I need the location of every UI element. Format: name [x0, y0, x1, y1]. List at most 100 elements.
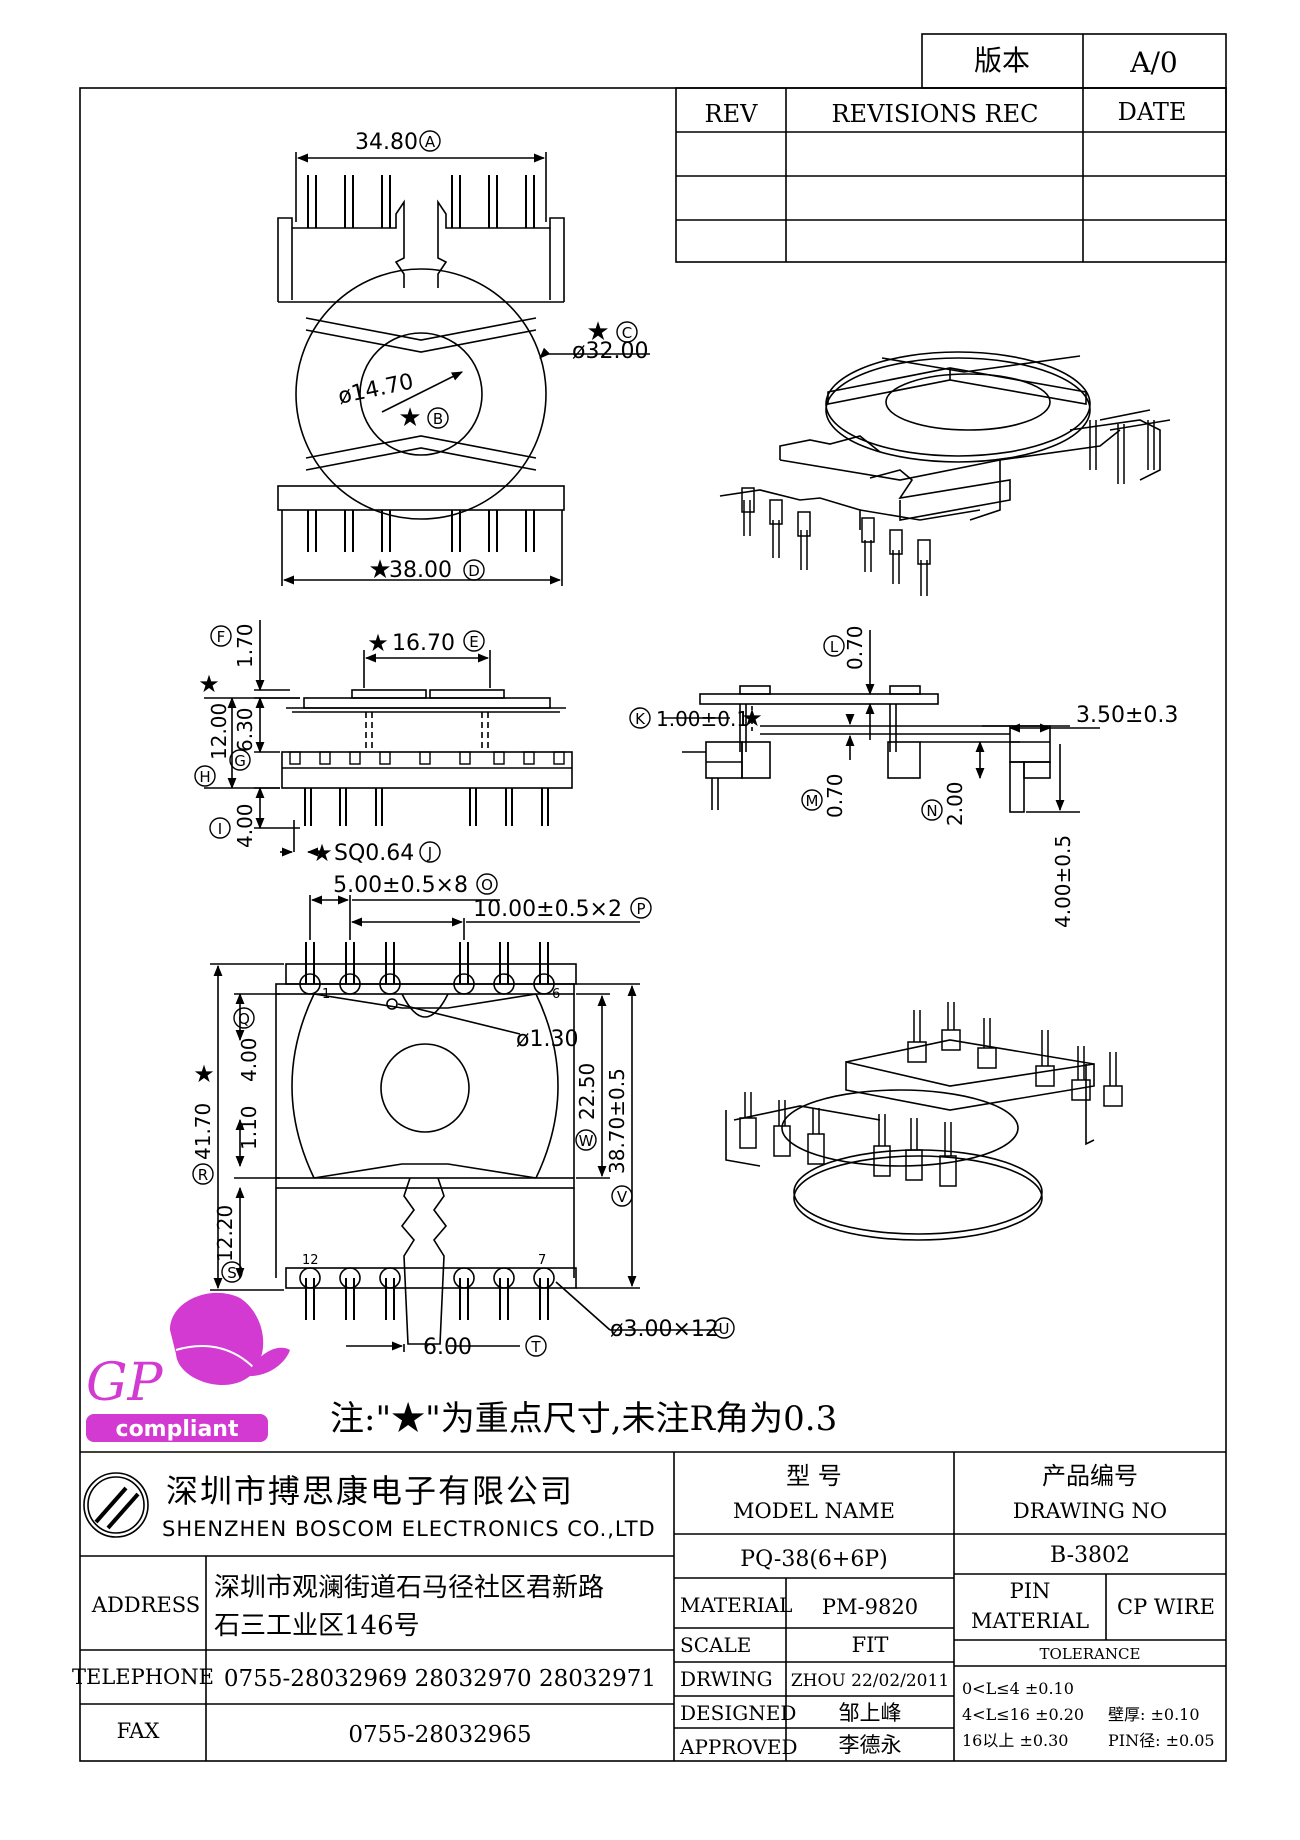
isometric-view-bottom [725, 1002, 1123, 1241]
dim-u: ø3.00×12 [610, 1317, 719, 1342]
tag-b: B [433, 410, 443, 428]
tag-m: M [806, 792, 819, 810]
bottom-view [210, 895, 720, 1352]
dim-t: 6.00 [423, 1335, 472, 1360]
tag-q: Q [238, 1010, 250, 1028]
version-value: A/0 [1129, 46, 1177, 79]
sheet-border [79, 87, 1227, 1762]
dim-d: 38.00 [389, 558, 452, 583]
designed-value: 邹上峰 [839, 1701, 902, 1725]
company-name-cn: 深圳市搏思康电子有限公司 [166, 1472, 574, 1510]
star-b: ★ [398, 403, 421, 433]
pin-material-label: MATERIAL [971, 1609, 1089, 1633]
revisions-rec-header: REVISIONS REC [831, 100, 1038, 128]
dim-m: 0.70 [823, 773, 847, 818]
isometric-view-top [719, 351, 1171, 596]
star-e: ★ [367, 629, 389, 657]
pin-label: PIN [1010, 1579, 1051, 1603]
model-label-en: MODEL NAME [733, 1499, 895, 1523]
approved-label: APPROVED [679, 1735, 798, 1759]
tag-n: N [926, 802, 937, 820]
tolerance-row-2: 4<L≤16 ±0.20 [962, 1705, 1084, 1724]
pin-1-label: 1 [322, 987, 330, 1002]
dim-hole: ø1.30 [516, 1027, 578, 1052]
rev-header: REV [705, 100, 759, 128]
dim-f: 1.70 [233, 623, 257, 668]
telephone-value: 0755-28032969 28032970 28032971 [224, 1666, 656, 1692]
dim-i: 4.00 [233, 803, 257, 848]
tolerance-row-3: 16以上 ±0.30 [962, 1731, 1068, 1750]
dim-4-00: 4.00±0.5 [1051, 835, 1075, 928]
dim-l: 0.70 [843, 625, 867, 670]
fax-value: 0755-28032965 [348, 1722, 531, 1748]
dim-g: 6.30 [233, 707, 257, 752]
address-label: ADDRESS [91, 1593, 200, 1617]
pin-7-label: 7 [538, 1253, 546, 1268]
material-label: MATERIAL [680, 1593, 792, 1617]
top-view [277, 152, 650, 586]
dim-o: 5.00±0.5×8 [333, 873, 468, 898]
dim-n: 2.00 [943, 781, 967, 826]
star-h: ★ [198, 670, 220, 698]
star-j: ★ [311, 839, 333, 867]
dim-a: 34.80 [355, 130, 418, 155]
tag-r: R [198, 1166, 208, 1184]
dim-p: 10.00±0.5×2 [473, 897, 622, 922]
side-view [662, 630, 1100, 813]
dim-q: 4.00 [237, 1037, 261, 1082]
company-name-en: SHENZHEN BOSCOM ELECTRONICS CO.,LTD [162, 1517, 656, 1541]
version-label: 版本 [974, 44, 1030, 77]
version-box [921, 33, 1227, 89]
dim-v: 38.70±0.5 [605, 1068, 629, 1174]
scale-label: SCALE [680, 1633, 751, 1657]
tag-w: W [579, 1132, 594, 1150]
star-k: ★ [741, 704, 763, 732]
scale-value: FIT [852, 1633, 889, 1657]
dim-mid: 1.10 [237, 1105, 261, 1150]
tag-o: O [481, 876, 493, 894]
revision-table [675, 87, 1227, 263]
drawing-value: B-3802 [1050, 1543, 1130, 1568]
star-r: ★ [193, 1060, 215, 1088]
address-line2: 石三工业区146号 [214, 1611, 420, 1641]
fax-label: FAX [117, 1719, 160, 1743]
tag-u: U [719, 1320, 730, 1338]
address-line1: 深圳市观澜街道石马径社区君新路 [214, 1573, 604, 1603]
front-view [204, 620, 573, 857]
title-block [80, 1451, 1226, 1761]
tolerance-label: TOLERANCE [1040, 1645, 1141, 1663]
pin-material-value: CP WIRE [1117, 1595, 1215, 1619]
drwing-label: DRWING [680, 1667, 773, 1691]
gp-compliant-logo [86, 1292, 290, 1442]
dim-s: 12.20 [213, 1205, 237, 1262]
tolerance-wall: 壁厚: ±0.10 [1108, 1705, 1200, 1724]
dim-r: 41.70 [191, 1103, 215, 1160]
dim-c: ø32.00 [572, 339, 648, 364]
logo-compliant: compliant [116, 1417, 239, 1442]
tag-h: H [199, 768, 210, 786]
pin-6-label: 6 [552, 987, 560, 1002]
tag-a: A [425, 133, 436, 151]
pin-12-label: 12 [302, 1253, 319, 1268]
drwing-value: ZHOU 22/02/2011 [791, 1671, 949, 1691]
tag-p: P [636, 900, 645, 918]
dim-j: SQ0.64 [334, 841, 414, 866]
tag-d: D [468, 562, 480, 580]
drawing-label-en: DRAWING NO [1013, 1499, 1167, 1523]
model-value: PQ-38(6+6P) [740, 1547, 887, 1572]
tag-g: G [234, 752, 246, 770]
tag-s: S [227, 1264, 237, 1282]
tag-k: K [635, 710, 646, 728]
drawing-note: 注:"★"为重点尺寸,未注R角为0.3 [330, 1399, 837, 1439]
tolerance-row-1: 0<L≤4 ±0.10 [962, 1679, 1074, 1698]
dim-3-50: 3.50±0.3 [1076, 703, 1178, 728]
tolerance-pin-diameter: PIN径: ±0.05 [1108, 1731, 1215, 1750]
tag-e: E [469, 633, 478, 651]
drawing-label-cn: 产品编号 [1042, 1462, 1138, 1490]
approved-value: 李德永 [839, 1733, 902, 1757]
tag-j: J [427, 844, 432, 862]
date-header: DATE [1118, 98, 1187, 126]
star-d: ★ [368, 555, 391, 585]
material-value: PM-9820 [822, 1595, 918, 1619]
